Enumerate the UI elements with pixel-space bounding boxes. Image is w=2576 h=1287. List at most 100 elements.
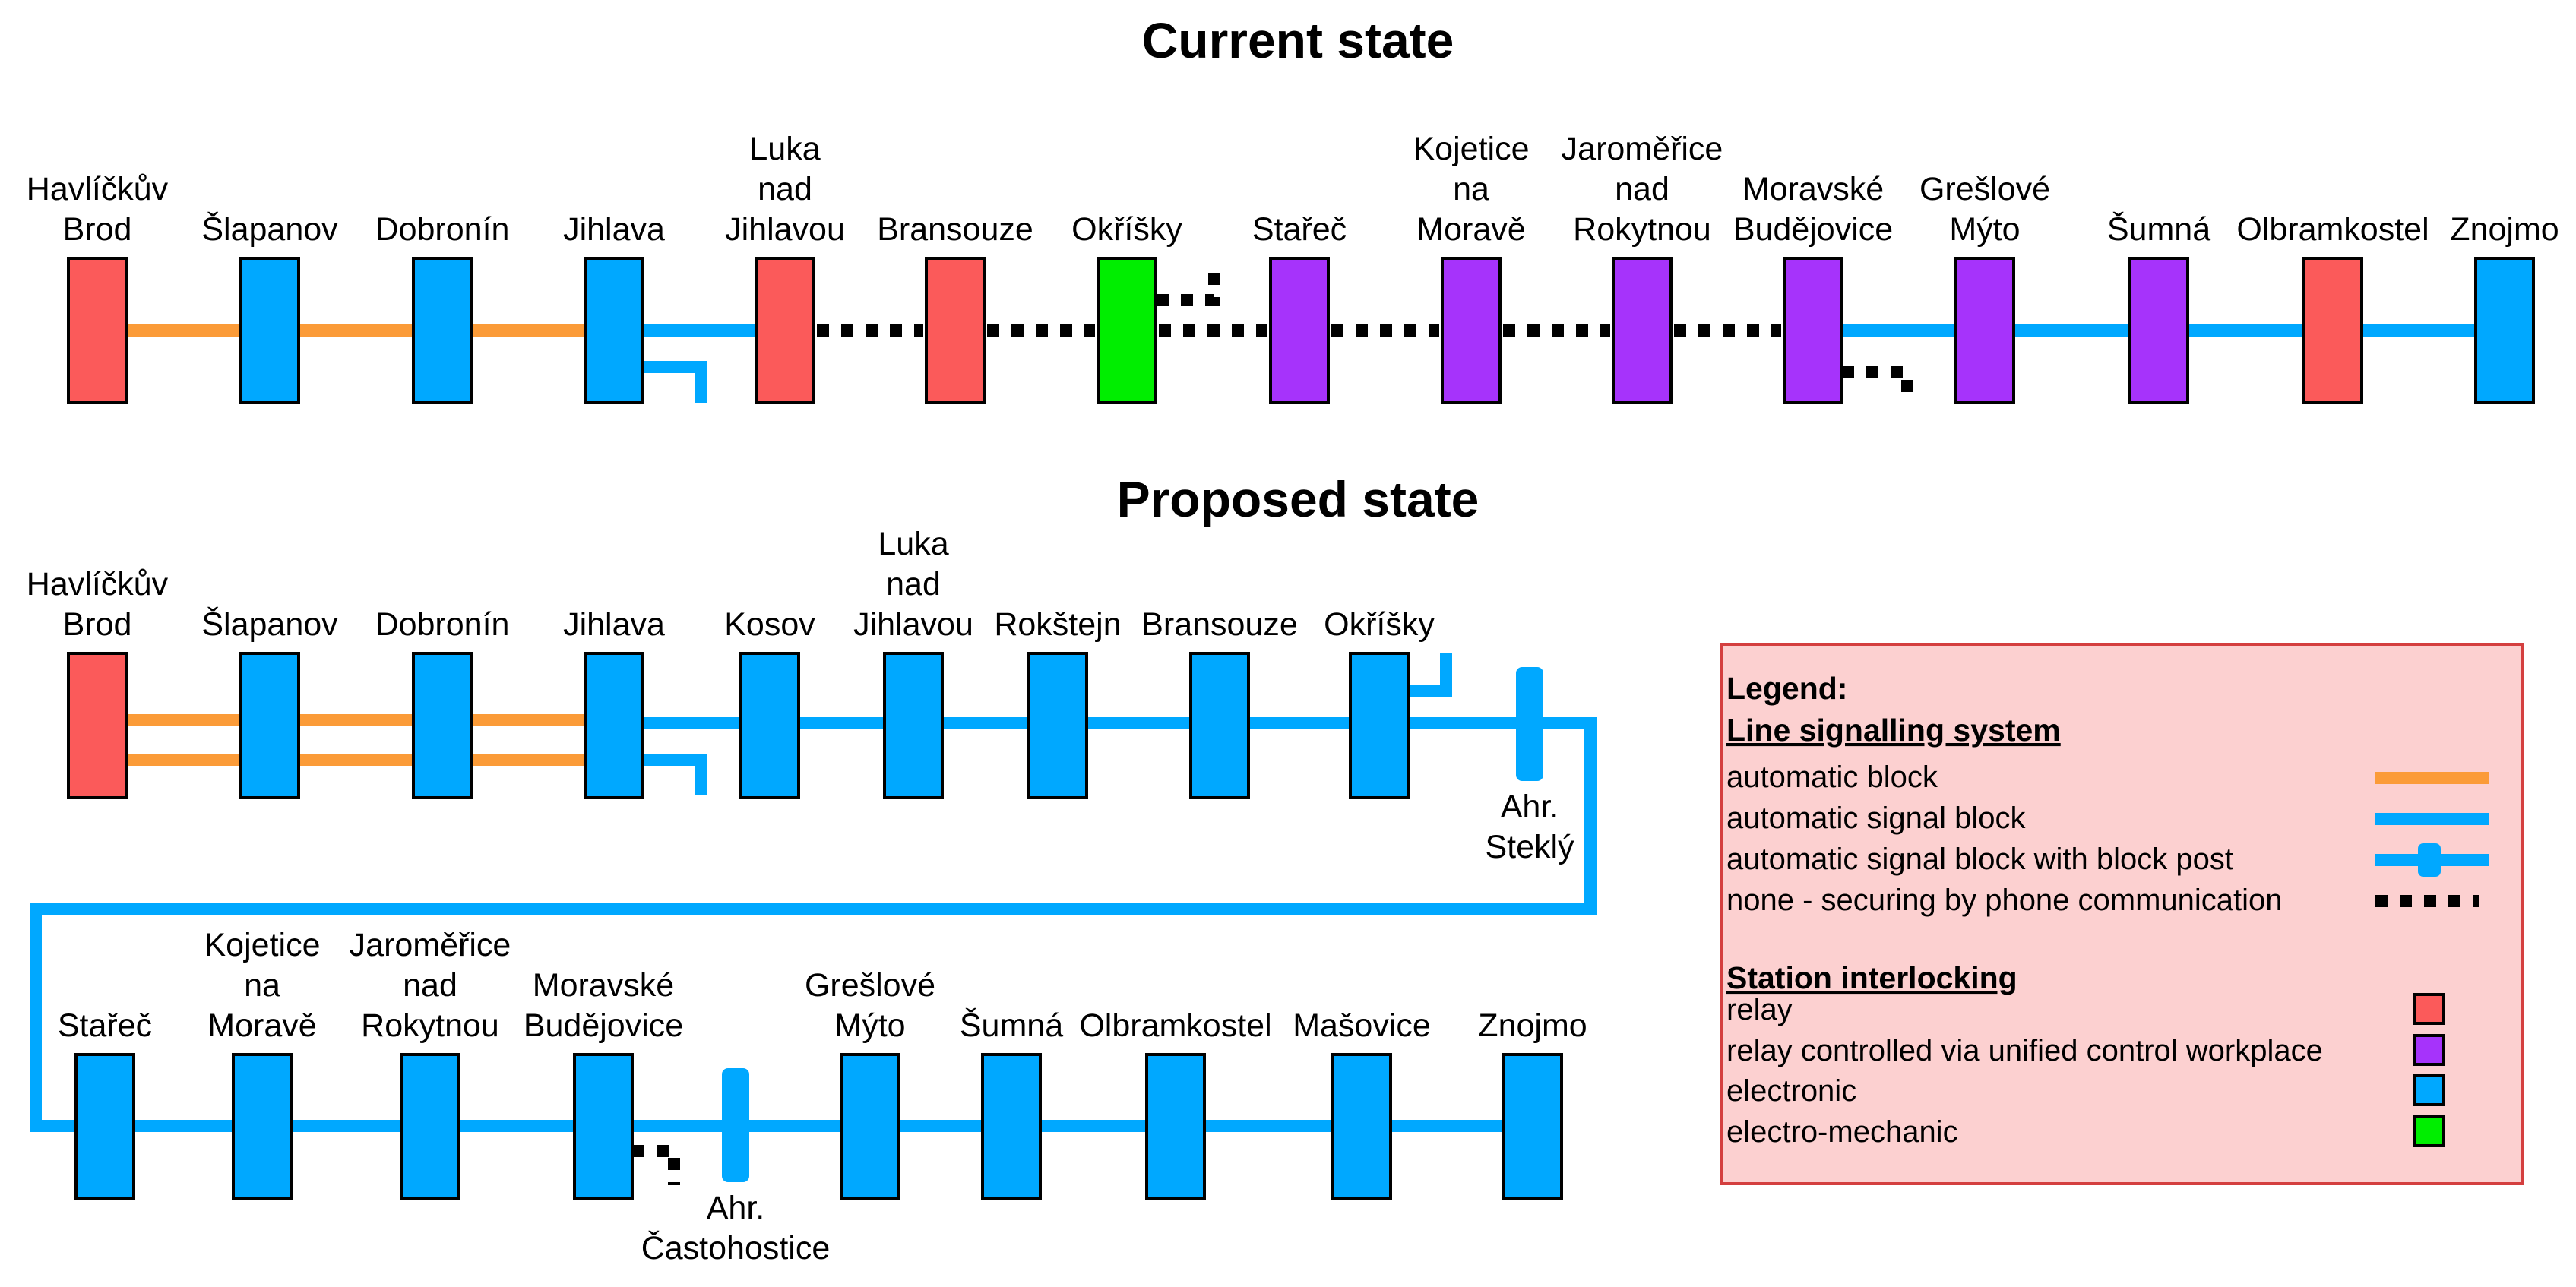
station-block-electronic (412, 652, 473, 799)
block-post-marker (722, 1068, 749, 1182)
legend-item-label: electro-mechanic (1726, 1115, 1958, 1149)
station-block-relay (755, 257, 815, 404)
station-block-electronic (739, 652, 800, 799)
proposed-station-dobronin: Dobronín (375, 606, 510, 799)
station-block-electronic (1349, 652, 1410, 799)
legend-item-label: electronic (1726, 1074, 1856, 1108)
station-block-relay_ucw (1269, 257, 1330, 404)
jihlava-branch-track (643, 754, 707, 795)
current-station-olbramkostel: Olbramkostel (2236, 211, 2429, 404)
station-label: Moravské (533, 967, 674, 1004)
legend-line-heading: Line signalling system (1726, 713, 2061, 748)
block-post-label: Ahr. (707, 1190, 765, 1226)
current-branch-tracks (643, 261, 1913, 403)
station-block-relay (67, 652, 128, 799)
current-station-starec: Stařeč (1252, 211, 1347, 404)
proposed-connection-track (30, 717, 1597, 1132)
current-state-title: Current state (1142, 12, 1454, 68)
legend: Legend: Line signalling system automatic… (1720, 643, 2524, 1185)
station-block-electronic (2474, 257, 2535, 404)
station-label: Brod (63, 606, 132, 643)
station-block-electronic (239, 652, 300, 799)
station-label: Dobronín (375, 211, 510, 248)
proposed-station-jihlava: Jihlava (563, 606, 665, 799)
station-block-relay (2302, 257, 2363, 404)
station-label: Luka (749, 131, 820, 167)
station-label: Dobronín (375, 606, 510, 643)
legend-electronic-swatch (2413, 1074, 2445, 1106)
block-post-label: Steklý (1485, 829, 1574, 865)
legend-relay-swatch (2413, 993, 2445, 1025)
station-label: Olbramkostel (1079, 1007, 1271, 1044)
station-label: Rokytnou (1573, 211, 1711, 248)
station-block-electronic (883, 652, 944, 799)
proposed-station-olbramkostel: Olbramkostel (1079, 1007, 1272, 1200)
legend-block-post-marker (2418, 843, 2441, 877)
station-label: Rokštejn (994, 606, 1121, 643)
current-station-sumna: Šumná (2107, 211, 2210, 404)
station-label: Havlíčkův (27, 566, 169, 602)
station-block-electronic (1027, 652, 1088, 799)
station-block-electronic (232, 1053, 293, 1200)
station-label: nad (403, 967, 457, 1004)
legend-item-label: none - securing by phone communication (1726, 884, 2283, 917)
station-label: Stařeč (1252, 211, 1347, 248)
station-block-electronic (74, 1053, 135, 1200)
station-label: Moravě (207, 1007, 316, 1044)
station-label: Jihlava (563, 211, 665, 248)
station-label: Znojmo (2450, 211, 2559, 248)
station-block-relay_ucw (1783, 257, 1843, 404)
legend-item-label: relay (1726, 993, 1793, 1026)
station-label: na (1453, 171, 1489, 207)
station-label: Moravě (1416, 211, 1525, 248)
legend-item-label: relay controlled via unified control wor… (1726, 1034, 2323, 1067)
legend-item-label: automatic block (1726, 760, 1938, 794)
station-label: Šumná (960, 1007, 1063, 1044)
block-post-marker (1516, 667, 1543, 781)
station-block-electronic (1502, 1053, 1563, 1200)
station-label: Kojetice (1413, 131, 1530, 167)
station-label: nad (1615, 171, 1669, 207)
proposed-station-slapanov: Šlapanov (201, 606, 338, 799)
station-block-relay_ucw (1441, 257, 1502, 404)
station-label: Moravské (1742, 171, 1884, 207)
station-block-electronic (573, 1053, 634, 1200)
proposed-station-znojmo: Znojmo (1478, 1007, 1587, 1200)
station-label: Luka (878, 526, 948, 562)
current-station-dobronin: Dobronín (375, 211, 510, 404)
station-label: Grešlové (1919, 171, 2050, 207)
legend-item-label: automatic signal block with block post (1726, 843, 2233, 876)
legend-station-heading: Station interlocking (1726, 960, 2017, 995)
station-label: Jaroměřice (1562, 131, 1723, 167)
proposed-line-segments (30, 653, 1597, 1185)
legend-electro-mechanic-swatch (2413, 1115, 2445, 1147)
okrisky-branch-track (1408, 653, 1452, 697)
station-label: Jihlavou (853, 606, 973, 643)
station-label: Šlapanov (201, 211, 338, 248)
station-label: Rokytnou (361, 1007, 499, 1044)
station-label: Šlapanov (201, 606, 338, 643)
station-label: Stařeč (58, 1007, 152, 1044)
station-label: Bransouze (877, 211, 1033, 248)
station-label: nad (758, 171, 812, 207)
station-block-electronic (412, 257, 473, 404)
station-block-electro_mechanic (1097, 257, 1157, 404)
station-block-relay_ucw (2128, 257, 2189, 404)
station-block-relay_ucw (1612, 257, 1673, 404)
station-label: Havlíčkův (27, 171, 169, 207)
station-label: Budějovice (1733, 211, 1893, 248)
block-post-ahr-castohostice: Ahr. Častohostice (641, 1068, 831, 1266)
station-label: Olbramkostel (2236, 211, 2429, 248)
legend-relay-ucw-swatch (2413, 1034, 2445, 1066)
proposed-station-sumna: Šumná (960, 1007, 1063, 1200)
block-post-label: Častohostice (641, 1230, 831, 1266)
legend-station-items: relay relay controlled via unified contro… (1726, 993, 2445, 1149)
station-block-electronic (584, 652, 644, 799)
